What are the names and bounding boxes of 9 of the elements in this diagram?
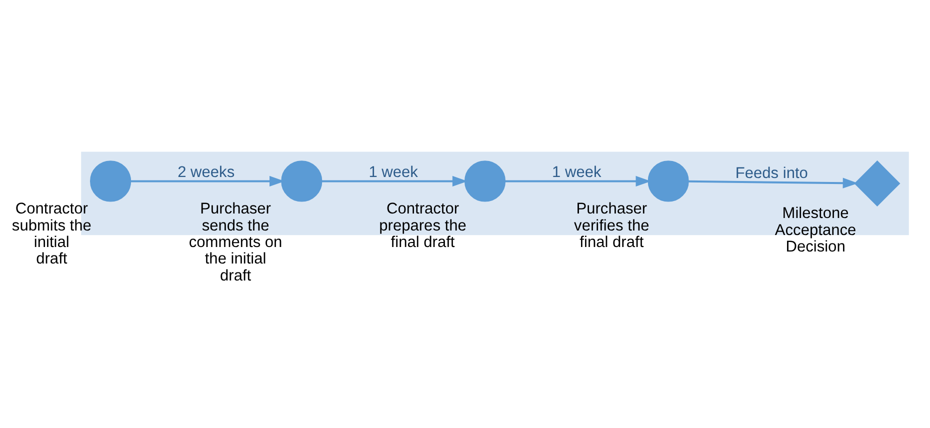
- node-label: Purchaser verifies the final draft: [574, 200, 650, 251]
- edge-label: 2 weeks: [178, 164, 235, 181]
- node-label: Contractor prepares the final draft: [379, 200, 466, 251]
- node-label: Milestone Acceptance Decision: [774, 205, 856, 256]
- edge-label: 1 week: [368, 164, 418, 181]
- node-label: Contractor submits the initial draft: [12, 200, 92, 268]
- node-label: Purchaser sends the comments on the initial draft: [188, 200, 282, 284]
- edge-label: 1 week: [552, 164, 602, 181]
- edge-label: Feeds into: [735, 165, 808, 182]
